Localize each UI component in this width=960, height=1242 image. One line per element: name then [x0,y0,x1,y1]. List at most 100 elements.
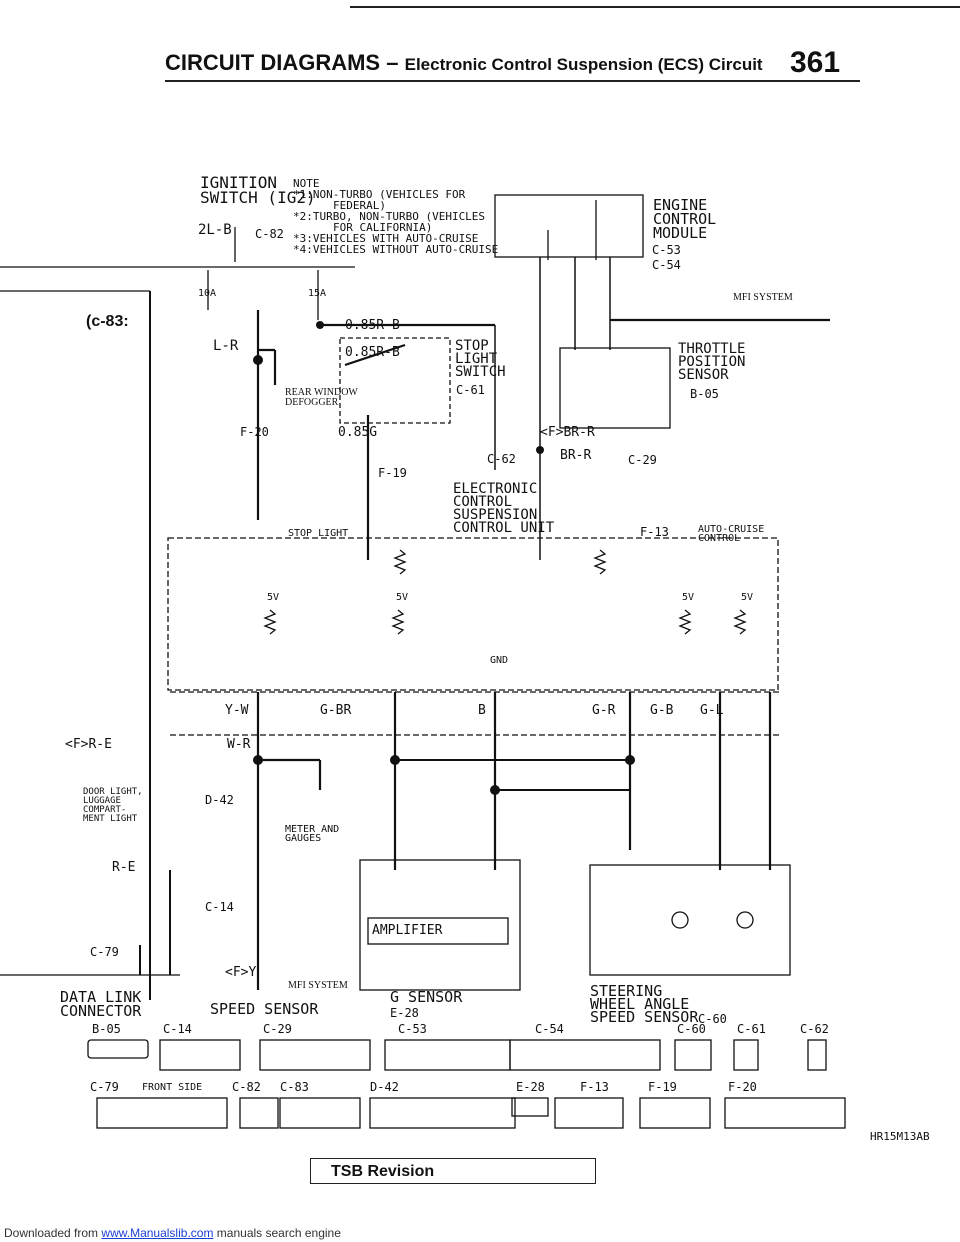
ecs-unit-label: ELECTRONIC CONTROL SUSPENSION CONTROL UN… [453,481,555,536]
note-1b: FEDERAL) [333,199,386,212]
supply-gnd: GND [490,655,509,666]
connector-c29: C-29 [628,453,657,467]
caption-c14: C-14 [163,1022,192,1036]
diagram-code: HR15M13AB [870,1130,930,1143]
manualslib-link[interactable]: www.Manualslib.com [101,1226,214,1240]
fuse-15a: 15A [308,288,327,299]
ecm-line1: ENGINE [653,196,708,214]
caption-b05: B-05 [92,1022,121,1036]
wire-yw: Y-W [225,703,249,718]
door-line4: MENT LIGHT [83,814,138,824]
ecs-line2: CONTROL [453,494,513,510]
auto-cruise-line1: AUTO-CRUISE [698,524,765,535]
wire-fbrr: <F>BR-R [540,425,595,440]
footer-prefix: Downloaded from [4,1226,99,1240]
ignition-switch-line1: IGNITION [200,173,278,192]
wire-lr: L-R [213,338,239,354]
footer-suffix: manuals search engine [216,1226,341,1240]
ignition-switch-line2: SWITCH (IG2) [200,188,316,207]
supply-5v-3: 5V [682,592,695,603]
connector-b05: B-05 [690,387,719,401]
data-link-label: DATA LINK CONNECTOR [60,988,142,1020]
note-2b: FOR CALIFORNIA) [333,221,433,234]
download-footer: Downloaded from www.Manualslib.com manua… [4,1226,341,1240]
tps-line1: THROTTLE [678,341,746,357]
connector-e28: E-28 [390,1006,419,1020]
note-1: *1:NON-TURBO (VEHICLES FOR [293,188,466,201]
steering-line2: WHEEL ANGLE [590,995,690,1013]
data-link-line2: CONNECTOR [60,1002,142,1020]
note-2: *2:TURBO, NON-TURBO (VEHICLES [293,210,486,223]
caption-c82: C-82 [232,1080,261,1094]
connector-c83-label: (c-83: [86,313,129,330]
wire-re: R-E [112,860,136,875]
wire-gl: G-L [700,703,724,718]
wire-brr: BR-R [560,448,592,463]
stop-line3: SWITCH [455,364,506,380]
stop-line1: STOP [455,338,489,354]
caption-c61: C-61 [737,1022,766,1036]
ecm-label: ENGINE CONTROL MODULE [653,196,717,241]
connector-d42: D-42 [205,793,234,807]
door-line2: LUGGAGE [83,796,121,806]
caption-e28: E-28 [516,1080,545,1094]
tps-line2: POSITION [678,354,746,370]
caption-f20: F-20 [728,1080,757,1094]
connector-c82: C-82 [255,227,284,241]
caption-c53: C-53 [398,1022,427,1036]
rear-defogger-label: REAR WINDOW DEFOGGER [285,388,358,408]
connector-f19: F-19 [378,466,407,480]
ecs-line3: SUSPENSION [453,507,538,523]
caption-c79: C-79 [90,1080,119,1094]
wire-085rb-2: 0.85R-B [345,345,400,360]
wire-gbr: G-BR [320,703,352,718]
caption-c60: C-60 [677,1022,706,1036]
wire-2lb: 2L-B [198,222,232,238]
wire-085rb: 0.85R-B [345,318,400,333]
caption-c54: C-54 [535,1022,564,1036]
caption-f19: F-19 [648,1080,677,1094]
steering-line3: SPEED SENSOR [590,1008,699,1026]
title-main: CIRCUIT DIAGRAMS [165,50,381,75]
ecs-line4: CONTROL UNIT [453,520,555,536]
connector-c79: C-79 [90,945,119,959]
page-title: CIRCUIT DIAGRAMS – Electronic Control Su… [165,50,763,76]
note-3: *3:VEHICLES WITH AUTO-CRUISE [293,232,479,245]
wire-fy: <F>Y [225,965,257,980]
ecs-line1: ELECTRONIC [453,481,538,497]
supply-5v-4: 5V [741,592,754,603]
door-line1: DOOR LIGHT, [83,787,143,797]
page-number: 361 [790,46,841,79]
title-dash: – [386,50,399,75]
caption-front-side: FRONT SIDE [142,1082,203,1093]
stop-light-switch-label: STOP LIGHT SWITCH [455,338,506,380]
caption-f13: F-13 [580,1080,609,1094]
connector-c62: C-62 [487,452,516,466]
connector-c53: C-53 [652,243,681,257]
stop-light-label: STOP LIGHT [288,528,349,539]
defogger-line2: DEFOGGER [285,397,339,408]
ignition-switch-label: IGNITION SWITCH (IG2) [200,173,316,207]
supply-5v-1: 5V [267,592,280,603]
mfi-system-label-2: MFI SYSTEM [288,980,348,991]
meter-line1: METER AND [285,824,340,835]
door-line3: COMPART- [83,805,127,815]
note-4: *4:VEHICLES WITHOUT AUTO-CRUISE [293,243,499,256]
steering-line1: STEERING [590,982,663,1000]
caption-c29: C-29 [263,1022,292,1036]
ecm-line2: CONTROL [653,210,717,228]
header-rule [165,80,860,82]
connector-c61: C-61 [456,383,485,397]
fuse-10a: 10A [198,288,217,299]
connector-c60: C-60 [698,1012,727,1026]
meter-line2: GAUGES [285,833,322,844]
mfi-system-label: MFI SYSTEM [733,292,793,303]
g-sensor-label: G SENSOR [390,988,463,1006]
amplifier-label: AMPLIFIER [372,923,443,938]
tps-line3: SENSOR [678,367,729,383]
wire-085g: 0.85G [338,425,378,440]
data-link-line1: DATA LINK [60,988,142,1006]
door-light-label: DOOR LIGHT, LUGGAGE COMPART- MENT LIGHT [83,788,143,824]
tsb-revision-box: TSB Revision [310,1158,596,1184]
